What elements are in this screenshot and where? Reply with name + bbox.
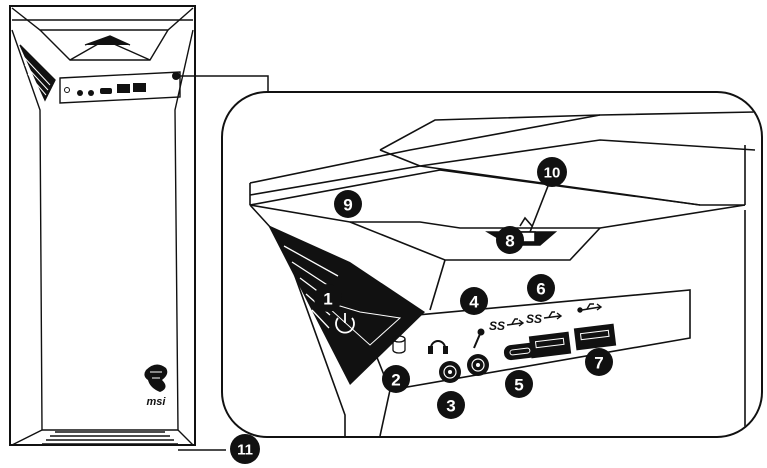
hdd-led-icon (392, 335, 406, 354)
usb-icon (506, 318, 525, 327)
callout-4: 4 (460, 287, 488, 315)
microphone-jack[interactable] (467, 354, 489, 376)
tower-bottom-vents (42, 431, 178, 445)
callout-4-label: 4 (469, 293, 479, 312)
callout-7: 7 (585, 348, 613, 376)
ss-usb-a-label: SS (526, 311, 563, 326)
headphone-icon (428, 340, 448, 354)
usb-a-port[interactable] (573, 323, 617, 351)
usb-c-port[interactable] (503, 342, 537, 361)
callout-9: 9 (334, 190, 362, 218)
callout-2-label: 2 (391, 371, 400, 390)
usb-a-ss-port[interactable] (528, 331, 572, 359)
callout-9-label: 9 (343, 196, 352, 215)
ss-label-usb-a: SS (526, 312, 542, 326)
zoom-leader-line (180, 75, 269, 92)
usb-icon (577, 303, 603, 313)
callout-1: 1 (314, 284, 342, 312)
callout-2: 2 (382, 365, 410, 393)
callout-8: 8 (496, 226, 524, 254)
callout-7-label: 7 (594, 354, 603, 373)
callout-1-label: 1 (323, 290, 332, 309)
tower-io-ports (64, 72, 180, 96)
callout-6: 6 (527, 274, 555, 302)
usb-icon (543, 311, 563, 320)
power-icon[interactable] (335, 313, 355, 334)
ss-label-usb-c: SS (489, 319, 505, 333)
pc-tower-front (9, 5, 196, 446)
callout-10: 10 (529, 157, 567, 233)
callout-3: 3 (437, 391, 465, 419)
callout-10-label: 10 (544, 165, 561, 182)
headphone-jack[interactable] (439, 361, 461, 383)
callout-11-label: 11 (237, 442, 253, 459)
callout-6-label: 6 (536, 280, 545, 299)
callout-8-label: 8 (505, 232, 514, 251)
ss-usb-c-label: SS (489, 318, 525, 333)
microphone-icon (473, 328, 485, 349)
callout-3-label: 3 (446, 397, 455, 416)
dragon-logo-icon (144, 364, 168, 392)
callout-5: 5 (505, 370, 533, 398)
callout-11: 11 (178, 434, 260, 464)
callout-5-label: 5 (514, 376, 523, 395)
brand-logo-text: msi (147, 396, 167, 408)
